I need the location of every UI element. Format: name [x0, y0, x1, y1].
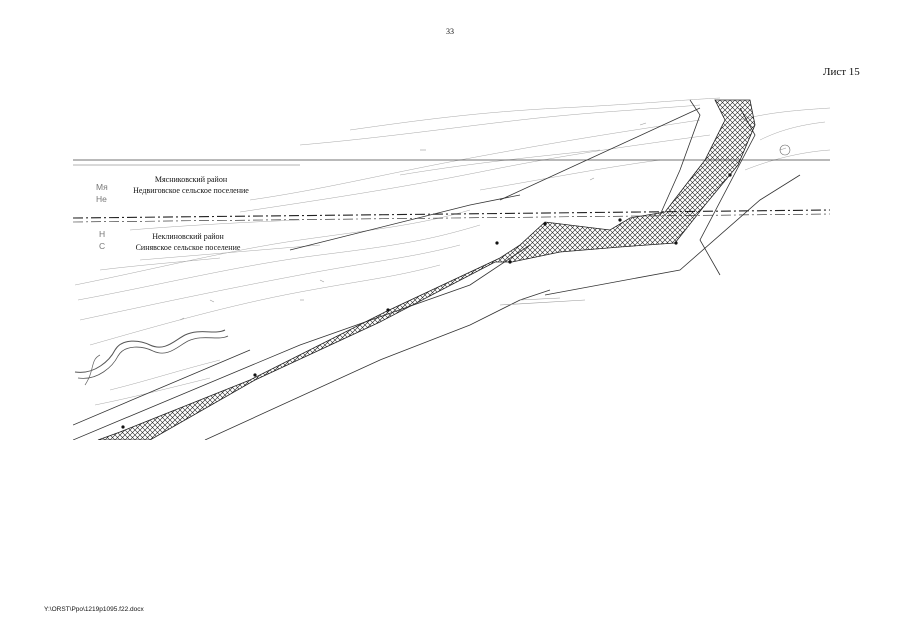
cut-fragment-4: С: [99, 241, 106, 251]
survey-points: [121, 173, 732, 429]
river-icon: [74, 329, 226, 373]
cut-fragment-3: Н: [99, 229, 106, 239]
file-path: Y:\ORST\Ppo\1219p1095.f22.docx: [44, 606, 144, 613]
cut-fragment-2: Не: [96, 194, 107, 204]
district-name-upper: Мясниковский район: [154, 175, 228, 184]
terrain-texture: [74, 97, 831, 406]
region-label-upper: Мясниковский район Недвиговское сельское…: [111, 174, 271, 196]
district-boundary: [73, 209, 831, 219]
page-number: 33: [446, 27, 454, 36]
sheet-label: Лист 15: [823, 66, 860, 78]
diagonal-lines: [73, 99, 801, 440]
hatched-corridor: [97, 99, 756, 440]
region-label-lower: Неклиновский район Синявское сельское по…: [108, 231, 268, 253]
district-name-lower: Неклиновский район: [152, 232, 224, 241]
cut-fragment-1: Мя: [96, 182, 108, 192]
settlement-name-lower: Синявское сельское поселение: [135, 243, 241, 252]
settlement-name-upper: Недвиговское сельское поселение: [133, 186, 249, 195]
